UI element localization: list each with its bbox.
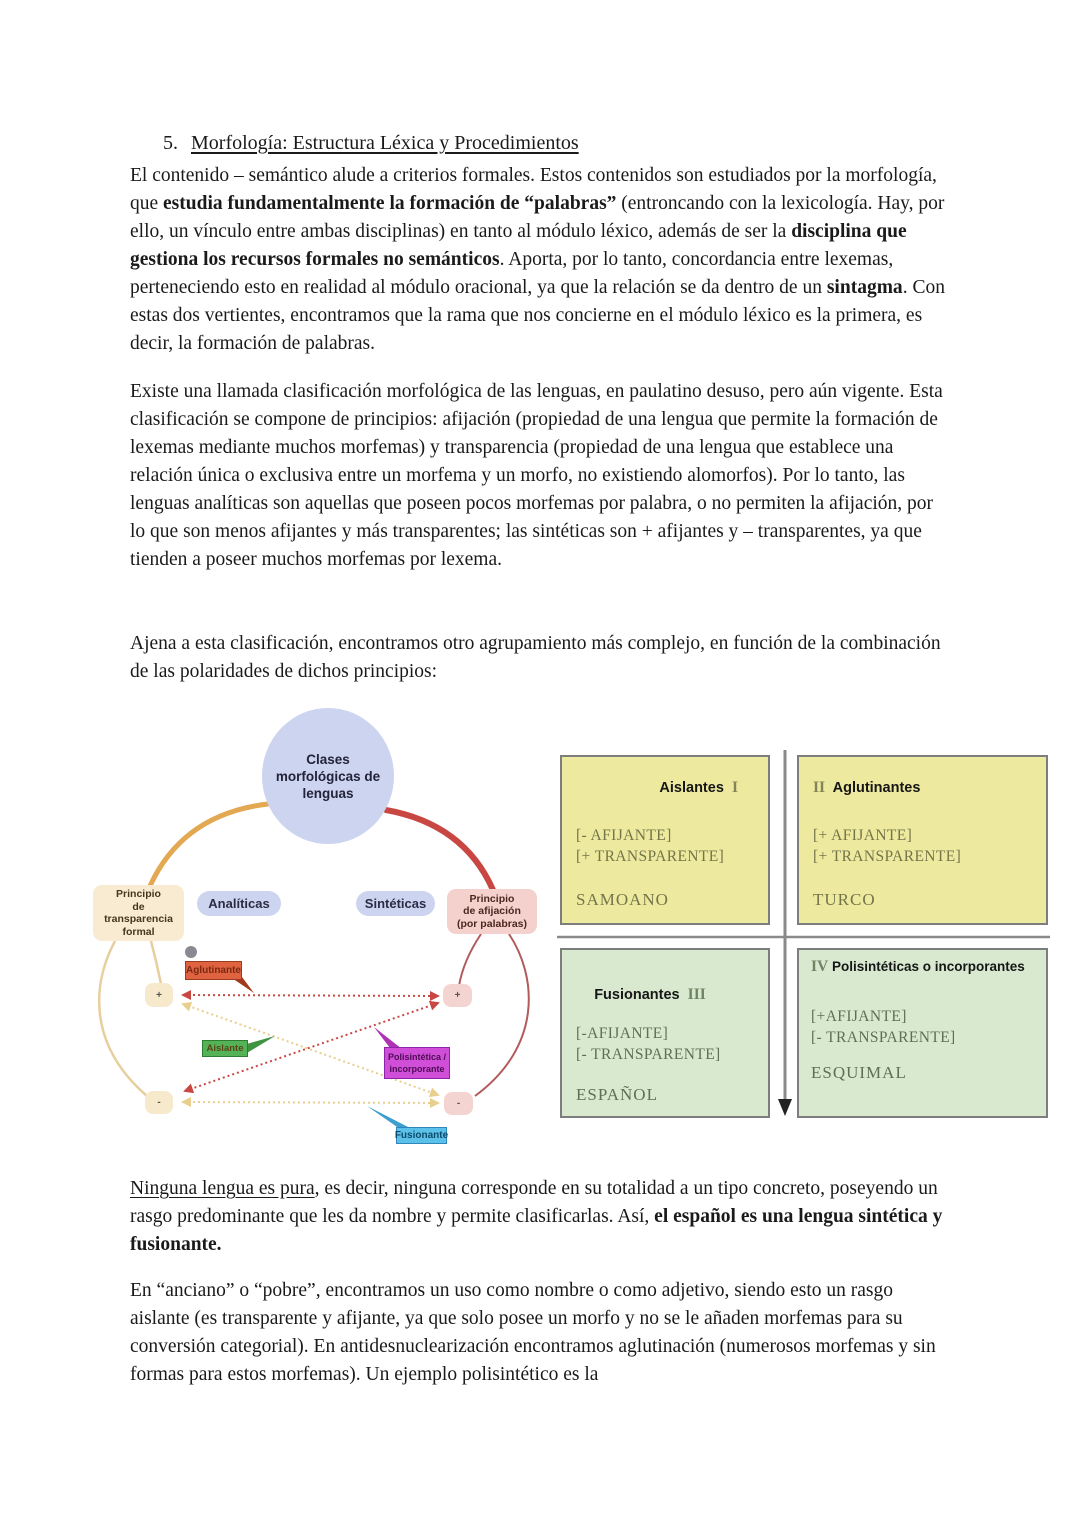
text-segment: Ajena a esta clasificación, encontramos … [130, 633, 941, 682]
mindmap-analytic-node: Analíticas [197, 891, 281, 916]
node-affixation-plus: + [443, 984, 472, 1007]
quadrant-numeral: IV [811, 958, 829, 975]
section-heading: 5. Morfología: Estructura Léxica y Proced… [163, 129, 579, 157]
affixation-principle-node: Principio de afijación (por palabras) [447, 889, 537, 934]
paragraph-5: En “anciano” o “pobre”, encontramos un u… [130, 1277, 952, 1389]
quadrant-example-language: ESPAÑOL [576, 1085, 658, 1104]
text-segment: , es decir, ninguna corresponde en su to… [130, 1178, 938, 1227]
text-segment: En “anciano” o “pobre”, encontramos un u… [130, 1280, 936, 1385]
text-segment: (entroncando con la lexicología. Hay, po… [130, 193, 945, 242]
text-segment: El contenido – semántico alude a criteri… [130, 165, 937, 214]
paragraph-4: Ninguna lengua es pura, es decir, ningun… [130, 1175, 952, 1259]
quadrant-title: IV Polisintéticas o incorporantes [811, 958, 1025, 975]
morphological-classes-diagram: Clases morfológicas de lenguas Analítica… [0, 700, 1080, 1170]
quadrant-fusionantes: Fusionantes III [-AFIJANTE][- TRANSPAREN… [560, 948, 770, 1118]
text-segment: . Con estas dos vertientes, encontramos … [130, 277, 945, 354]
quadrant-aglutinantes: II Aglutinantes [+ AFIJANTE][+ TRANSPARE… [797, 755, 1048, 925]
quadrant-numeral: III [687, 986, 706, 1003]
mindmap-root-node: Clases morfológicas de lenguas [262, 708, 394, 844]
section-number: 5. [163, 132, 178, 154]
diagram-connectors [98, 750, 1050, 1129]
quadrant-aislantes: Aislantes I [- AFIJANTE][+ TRANSPARENTE]… [560, 755, 770, 925]
transparency-principle-node: Principio de transparencia formal [93, 885, 184, 941]
quadrant-features: [+ AFIJANTE][+ TRANSPARENTE] [813, 827, 962, 865]
paragraph-3: Ajena a esta clasificación, encontramos … [130, 630, 952, 686]
node-transparency-minus: - [145, 1091, 173, 1114]
quadrant-example-language: TURCO [813, 890, 876, 909]
node-transparency-plus: + [145, 983, 173, 1007]
quadrant-example-language: SAMOANO [576, 890, 669, 909]
node-affixation-minus: - [444, 1092, 473, 1115]
text-segment: . Aporta, por lo tanto, concordancia ent… [130, 249, 894, 298]
quadrant-polisinteticas: IV Polisintéticas o incorporantes [+AFIJ… [797, 948, 1048, 1118]
text-segment: el español es una lengua sintética y fus… [130, 1206, 943, 1255]
text-segment: Ninguna lengua es pura [130, 1178, 315, 1199]
quadrant-example-language: ESQUIMAL [811, 1063, 907, 1082]
tag-polisintetica-incorporante: Polisintética / incorporante [384, 1047, 450, 1079]
text-segment: disciplina que gestiona los recursos for… [130, 221, 907, 270]
quadrant-title: II Aglutinantes [813, 779, 921, 796]
quadrant-features: [-AFIJANTE][- TRANSPARENTE] [576, 1025, 721, 1063]
paragraph-1: El contenido – semántico alude a criteri… [130, 162, 952, 358]
quadrant-numeral: I [731, 779, 738, 796]
quadrant-features: [- AFIJANTE][+ TRANSPARENTE] [576, 827, 725, 865]
tag-fusionante: Fusionante [395, 1127, 448, 1144]
comment-dot-icon [185, 946, 197, 958]
text-segment: sintagma [826, 277, 903, 298]
text-segment: estudia fundamentalmente la formación de… [163, 193, 617, 214]
paragraph-2: Existe una llamada clasificación morfoló… [130, 378, 952, 574]
quadrant-title: Aislantes I [659, 779, 738, 796]
section-title: Morfología: Estructura Léxica y Procedim… [191, 132, 579, 154]
mindmap-synthetic-node: Sintéticas [356, 891, 435, 916]
quadrant-features: [+AFIJANTE][- TRANSPARENTE] [811, 1008, 956, 1046]
quadrant-numeral: II [813, 779, 826, 796]
tag-aislante: Aislante [202, 1040, 248, 1057]
text-segment: Existe una llamada clasificación morfoló… [130, 381, 943, 570]
quadrant-title: Fusionantes III [594, 986, 706, 1003]
tag-aglutinante: Aglutinante [185, 961, 242, 980]
